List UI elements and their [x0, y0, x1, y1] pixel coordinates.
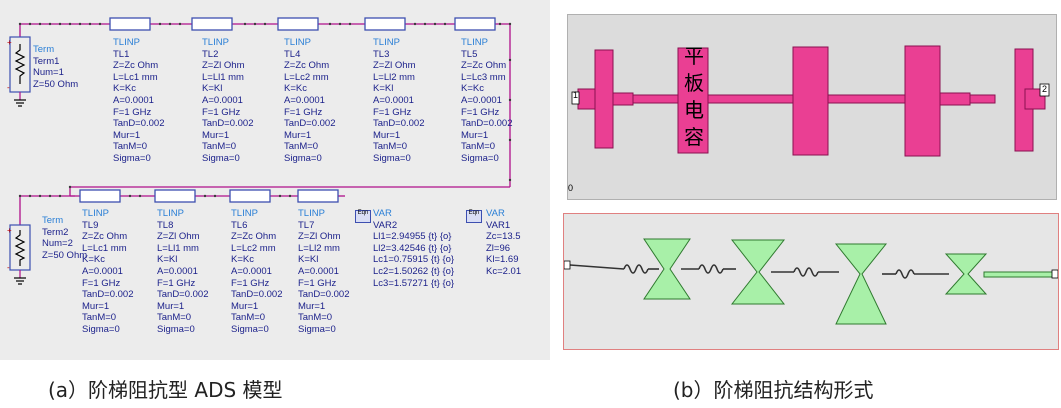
schematic-wiring: + - + - — [7, 17, 512, 285]
svg-text:-: - — [7, 83, 10, 92]
tl9-params: TLINP TL9 Z=Zc Ohm L=Lc1 mm K=Kc A=0.000… — [82, 208, 134, 335]
tl7-params: TLINP TL7 Z=Zl Ohm L=Ll2 mm K=Kl A=0.000… — [298, 208, 350, 335]
port1-number: 1 — [573, 90, 579, 100]
port1-pad — [577, 88, 597, 110]
svg-text:+: + — [7, 38, 12, 47]
tl2-symbol — [191, 17, 233, 31]
origin-number: 0 — [568, 183, 574, 193]
tl4-symbol — [277, 17, 319, 31]
output-line — [983, 271, 1055, 278]
capacitor-pad — [677, 47, 709, 154]
layout-drawing — [571, 45, 1050, 157]
bowtie-drawing — [564, 238, 1058, 325]
tl8-symbol — [154, 189, 196, 203]
step-1 — [612, 92, 634, 106]
meander-1 — [623, 264, 649, 274]
bowtie-2 — [730, 239, 786, 305]
capacitor-label: 平 板 电 容 — [684, 44, 704, 149]
step-2 — [939, 92, 971, 106]
bowtie-port-markers — [564, 260, 1058, 279]
caption-b: (b）阶梯阻抗结构形式 — [673, 378, 874, 402]
tl6-params: TLINP TL6 Z=Zc Ohm L=Lc2 mm K=Kc A=0.000… — [231, 208, 283, 335]
tl9-symbol — [79, 189, 121, 203]
term1-label: Term Term1 Num=1 Z=50 Ohm — [33, 44, 79, 90]
tl1-symbol — [109, 17, 151, 31]
stepped-impedance-layout: 1 2 0 平 板 电 容 — [567, 14, 1057, 200]
svg-text:-: - — [7, 263, 10, 272]
port-markers — [571, 83, 1050, 105]
caption-a: (a）阶梯阻抗型 ADS 模型 — [48, 378, 283, 402]
tl5-params: TLINP TL5 Z=Zc Ohm L=Lc3 mm K=Kc A=0.000… — [461, 37, 513, 164]
tl8-params: TLINP TL8 Z=Zl Ohm L=Ll1 mm K=Kl A=0.000… — [157, 208, 209, 335]
pad-1 — [594, 49, 614, 149]
tl3-symbol — [364, 17, 406, 31]
tl1-params: TLINP TL1 Z=Zc Ohm L=Lc1 mm K=Kc A=0.000… — [113, 37, 165, 164]
term1-symbol — [9, 36, 31, 107]
tl3-params: TLINP TL3 Z=Zl Ohm L=Ll2 mm K=Kl A=0.000… — [373, 37, 425, 164]
term2-symbol — [9, 224, 31, 285]
tl7-symbol — [297, 189, 339, 203]
ads-schematic-panel: + - + - Term Term1 Num=1 Z=50 Ohm Term T… — [0, 0, 550, 360]
meander-3 — [793, 267, 819, 277]
bowtie-meander-layout — [563, 213, 1059, 350]
bowtie-3 — [834, 243, 888, 325]
bowtie-4 — [944, 253, 988, 295]
var2-block: VAR VAR2 Ll1=2.94955 {t} {o} Ll2=3.42546… — [373, 208, 455, 289]
meander-2 — [698, 264, 724, 274]
var1-eqn-icon: Eqn — [466, 210, 482, 223]
tl6-symbol — [229, 189, 271, 203]
var1-block: VAR VAR1 Zc=13.5 Zl=96 Kl=1.69 Kc=2.01 — [486, 208, 522, 277]
pad-3 — [792, 46, 829, 156]
bowtie-1 — [643, 238, 691, 300]
meander-4 — [895, 269, 915, 279]
tl5-symbol — [454, 17, 496, 31]
tl4-params: TLINP TL4 Z=Zc Ohm L=Lc2 mm K=Kc A=0.000… — [284, 37, 336, 164]
pad-4 — [904, 45, 941, 157]
var2-eqn-icon: Eqn — [355, 210, 371, 223]
term2-label: Term Term2 Num=2 Z=50 Ohm — [42, 215, 88, 261]
port2-number: 2 — [1042, 84, 1048, 94]
svg-text:+: + — [7, 226, 12, 235]
tl2-params: TLINP TL2 Z=Zl Ohm L=Ll1 mm K=Kl A=0.000… — [202, 37, 254, 164]
